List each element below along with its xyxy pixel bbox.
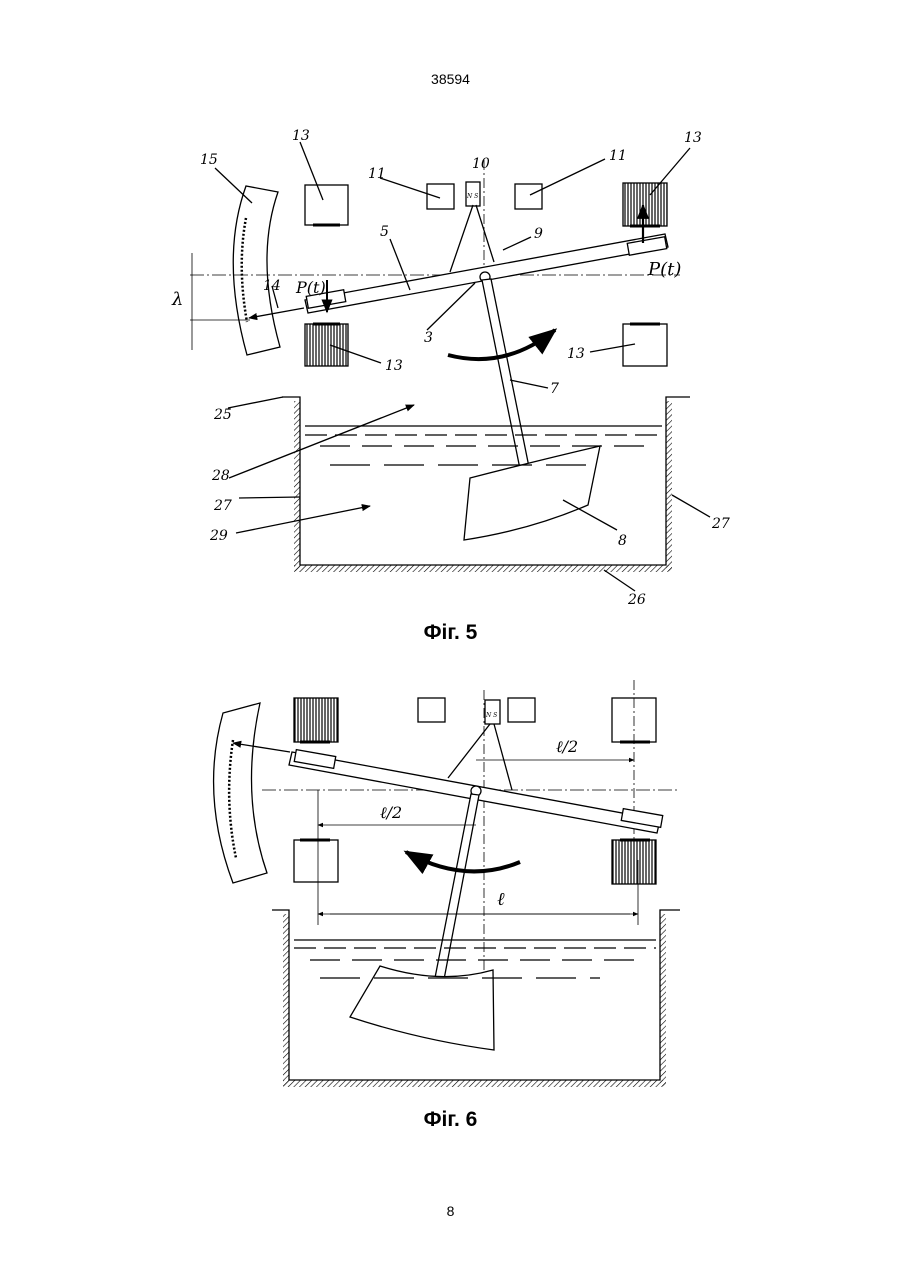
label-27-a: 27 [213, 498, 232, 514]
label-8: 8 [618, 533, 627, 549]
label-3: 3 [424, 330, 433, 346]
label-11-b: 11 [609, 148, 627, 164]
dim-half-mid: ℓ/2 [380, 803, 402, 822]
magnet-label-6: N S [485, 712, 497, 719]
label-7: 7 [550, 381, 559, 397]
label-25: 25 [213, 407, 232, 423]
figure-6-caption: Фіг. 6 [0, 1108, 901, 1132]
figure-6-drawing [214, 680, 680, 1087]
label-13-a: 13 [292, 128, 310, 144]
dim-full: ℓ [497, 889, 505, 910]
label-5: 5 [380, 224, 389, 240]
dim-half-top: ℓ/2 [556, 737, 578, 756]
label-9: 9 [534, 226, 543, 242]
label-13-d: 13 [567, 346, 585, 362]
force-label-right: P(t) [647, 259, 681, 280]
figure-5-caption: Фіг. 5 [0, 621, 901, 645]
label-14: 14 [263, 278, 281, 294]
page-number: 8 [0, 1203, 901, 1219]
label-13-b: 13 [684, 130, 702, 146]
label-29: 29 [209, 528, 228, 544]
label-28: 28 [211, 468, 230, 484]
label-26: 26 [627, 592, 646, 608]
figure-5-drawing [190, 142, 710, 591]
label-15: 15 [200, 152, 218, 168]
label-13-c: 13 [385, 358, 403, 374]
force-label-left: P(t) [295, 278, 326, 297]
label-27-b: 27 [711, 516, 730, 532]
label-10: 10 [472, 156, 490, 172]
lambda-label: λ [171, 289, 183, 310]
label-11-a: 11 [368, 166, 386, 182]
magnet-label-5: N S [466, 193, 478, 200]
